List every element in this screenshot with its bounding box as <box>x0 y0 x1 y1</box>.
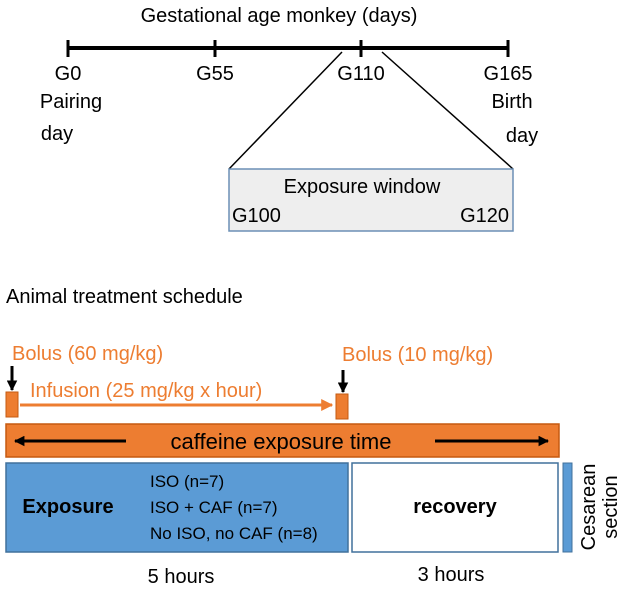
cesarean-label-line2: section <box>600 475 622 538</box>
group-iso: ISO (n=7) <box>150 472 224 491</box>
bolus-60-block <box>5 391 19 418</box>
duration-exposure: 5 hours <box>148 566 215 588</box>
exposure-block <box>5 462 349 553</box>
exposure-label: Exposure <box>22 496 113 518</box>
bolus-10-block <box>335 393 349 420</box>
birth-label: Birth <box>491 91 532 113</box>
group-control: No ISO, no CAF (n=8) <box>150 524 318 543</box>
duration-recovery: 3 hours <box>418 564 485 586</box>
pairing-day-label: day <box>41 123 73 145</box>
pairing-label: Pairing <box>40 91 102 113</box>
exposure-window-end: G120 <box>460 205 509 227</box>
bolus-60-label: Bolus (60 mg/kg) <box>12 343 163 365</box>
cesarean-bar <box>562 462 573 553</box>
timeline-title: Gestational age monkey (days) <box>141 5 418 27</box>
recovery-block <box>351 462 559 553</box>
zoom-line-right <box>381 51 514 170</box>
tick-label-g110: G110 <box>337 63 384 85</box>
tick-label-g55: G55 <box>196 63 234 85</box>
exposure-window-box <box>228 168 514 232</box>
caffeine-bar-label: caffeine exposure time <box>171 429 392 454</box>
group-iso-caf: ISO + CAF (n=7) <box>150 498 278 517</box>
zoom-line-left <box>228 51 343 170</box>
infusion-label: Infusion (25 mg/kg x hour) <box>30 380 262 402</box>
tick-label-g0: G0 <box>55 63 82 85</box>
cesarean-label-line1: Cesarean <box>578 464 600 551</box>
recovery-label: recovery <box>413 496 497 518</box>
tick-label-g165: G165 <box>484 63 533 85</box>
exposure-window-start: G100 <box>232 205 281 227</box>
bolus-10-label: Bolus (10 mg/kg) <box>342 344 493 366</box>
schedule-title: Animal treatment schedule <box>6 286 243 308</box>
birth-day-label: day <box>506 125 538 147</box>
exposure-window-title: Exposure window <box>284 176 441 198</box>
